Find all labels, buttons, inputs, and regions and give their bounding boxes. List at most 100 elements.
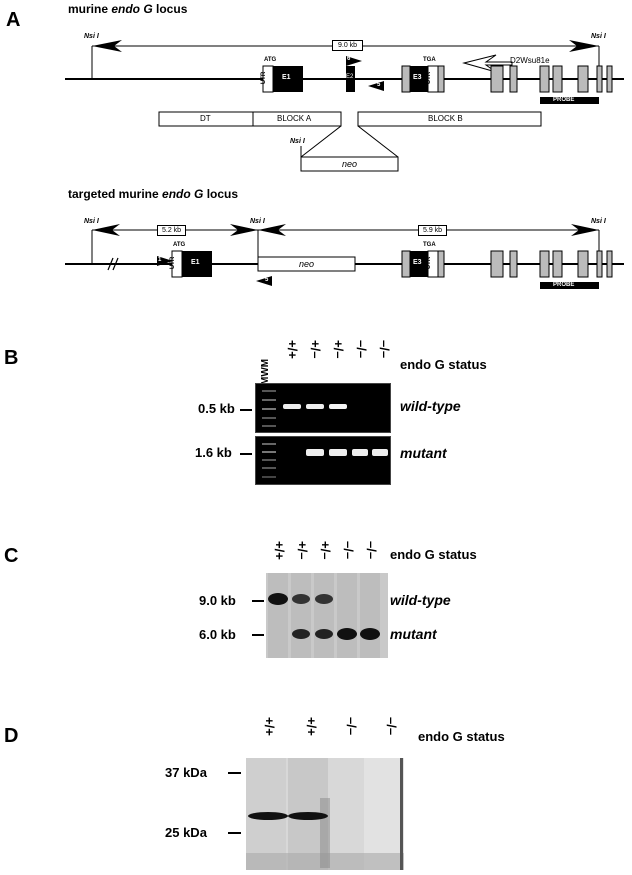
gene2-exon (577, 65, 589, 93)
blot-lane (314, 573, 334, 658)
block-b-box (357, 111, 542, 127)
wildtype-locus-diagram (65, 40, 624, 172)
blot-lane (360, 573, 380, 658)
neo-label: neo (342, 159, 358, 169)
mut-band (292, 629, 310, 639)
gel-bottom-bands (262, 443, 388, 478)
wt-band (329, 404, 347, 409)
d2wsu-arrow (462, 54, 513, 73)
blot-edge (400, 758, 403, 870)
wt-band (306, 404, 324, 409)
lane-genotype: +/+ (272, 541, 287, 560)
wt-band (268, 593, 288, 605)
probe-bar (540, 97, 599, 104)
exon-e3-gray (401, 65, 411, 93)
arrowhead (230, 224, 258, 236)
band-tick (240, 409, 252, 411)
probe-label: PROBE (553, 97, 575, 103)
e3-label: E3 (413, 259, 422, 266)
status-label-b: endo G status (400, 357, 487, 372)
endog-band (248, 812, 288, 820)
gene2-exon (596, 65, 603, 93)
primer-5-label: 5 (265, 277, 269, 283)
band-label-1.6kb: 1.6 kb (195, 445, 232, 460)
exon-e3 (410, 251, 428, 277)
exon-e2 (346, 66, 355, 92)
gene2-exon (539, 65, 550, 93)
nsi-label-right: Nsi I (591, 33, 606, 40)
e3-label: E3 (413, 74, 422, 81)
band-tick (252, 600, 264, 602)
nsi-label: Nsi I (84, 218, 99, 225)
blot-lane (291, 573, 311, 658)
tga-label: TGA (423, 57, 436, 63)
probe-label: PROBE (553, 282, 575, 288)
status-label-d: endo G status (418, 729, 505, 744)
gene2-exon (552, 250, 563, 278)
band-tick (228, 772, 241, 774)
gene2-exon (490, 65, 504, 93)
gene2-exon (509, 65, 518, 93)
neo-label: neo (299, 259, 315, 269)
gene2-exon (552, 65, 563, 93)
utr-tail-e3 (437, 65, 445, 93)
panel-a-title: murine endo G locus (68, 2, 187, 16)
band-label-6.0kb: 6.0 kb (199, 627, 236, 642)
band-label-37kda: 37 kDa (165, 765, 207, 780)
utr-label-e1: UTR (261, 71, 268, 85)
panel-d-letter: D (4, 725, 19, 747)
lane-genotype: +/+ (304, 717, 319, 736)
primer-1-label: 1 (158, 257, 162, 263)
blot-smear (320, 798, 330, 868)
probe-bar (540, 282, 599, 289)
band-label-0.5kb: 0.5 kb (198, 401, 235, 416)
atg-label: ATG (173, 242, 186, 248)
exon-e1 (273, 66, 303, 92)
primer-1-arrow (157, 256, 173, 266)
gene2-exon (596, 250, 603, 278)
title-text: targeted murine (68, 187, 163, 201)
mut-band (329, 449, 347, 456)
blot-lane (268, 573, 288, 658)
mut-label-c: mutant (390, 626, 437, 642)
blot-lane (364, 758, 404, 870)
utr-tail-e3 (437, 250, 445, 278)
band-label-9.0kb: 9.0 kb (199, 593, 236, 608)
ladder-band (262, 443, 276, 445)
exon-e3-gray (401, 250, 411, 278)
lane-genotype: +/– (331, 340, 346, 359)
targeted-locus-title: targeted murine endo G locus (68, 187, 238, 201)
title-text-end: locus (152, 2, 188, 16)
title-gene: endo G (111, 2, 153, 16)
western-blot (246, 758, 404, 870)
southern-blot (266, 573, 388, 658)
dt-label: DT (200, 114, 211, 123)
lane-genotype: +/– (295, 541, 310, 560)
size-label-left: 5.2 kb (157, 225, 187, 236)
primer-5-arrow (256, 276, 272, 286)
neo-insert-line (300, 125, 342, 158)
primer-5-arrow (368, 81, 384, 91)
lane-genotype: –/– (344, 717, 359, 736)
lane-genotype: +/+ (285, 340, 300, 359)
lane-genotype: –/– (377, 340, 392, 359)
block-a-box (252, 111, 342, 127)
exon-e3 (410, 66, 428, 92)
arrowhead-left (92, 40, 122, 52)
neo-box (257, 256, 356, 272)
mut-band (306, 449, 324, 456)
mut-band (337, 628, 357, 640)
gel-top-bands (262, 390, 347, 427)
break-mark (112, 257, 119, 271)
atg-label: ATG (264, 57, 277, 63)
panel-a-letter: A (6, 9, 21, 31)
primer-5-label: 5 (377, 82, 381, 88)
block-b-label: BLOCK B (428, 114, 463, 123)
lane-genotype: +/+ (262, 717, 277, 736)
gene2-exon (606, 250, 613, 278)
tga-label: TGA (423, 242, 436, 248)
ladder-band (262, 425, 276, 427)
wt-band (283, 404, 301, 409)
gene2-exon (490, 250, 504, 278)
e2-label: E2 (346, 74, 354, 80)
